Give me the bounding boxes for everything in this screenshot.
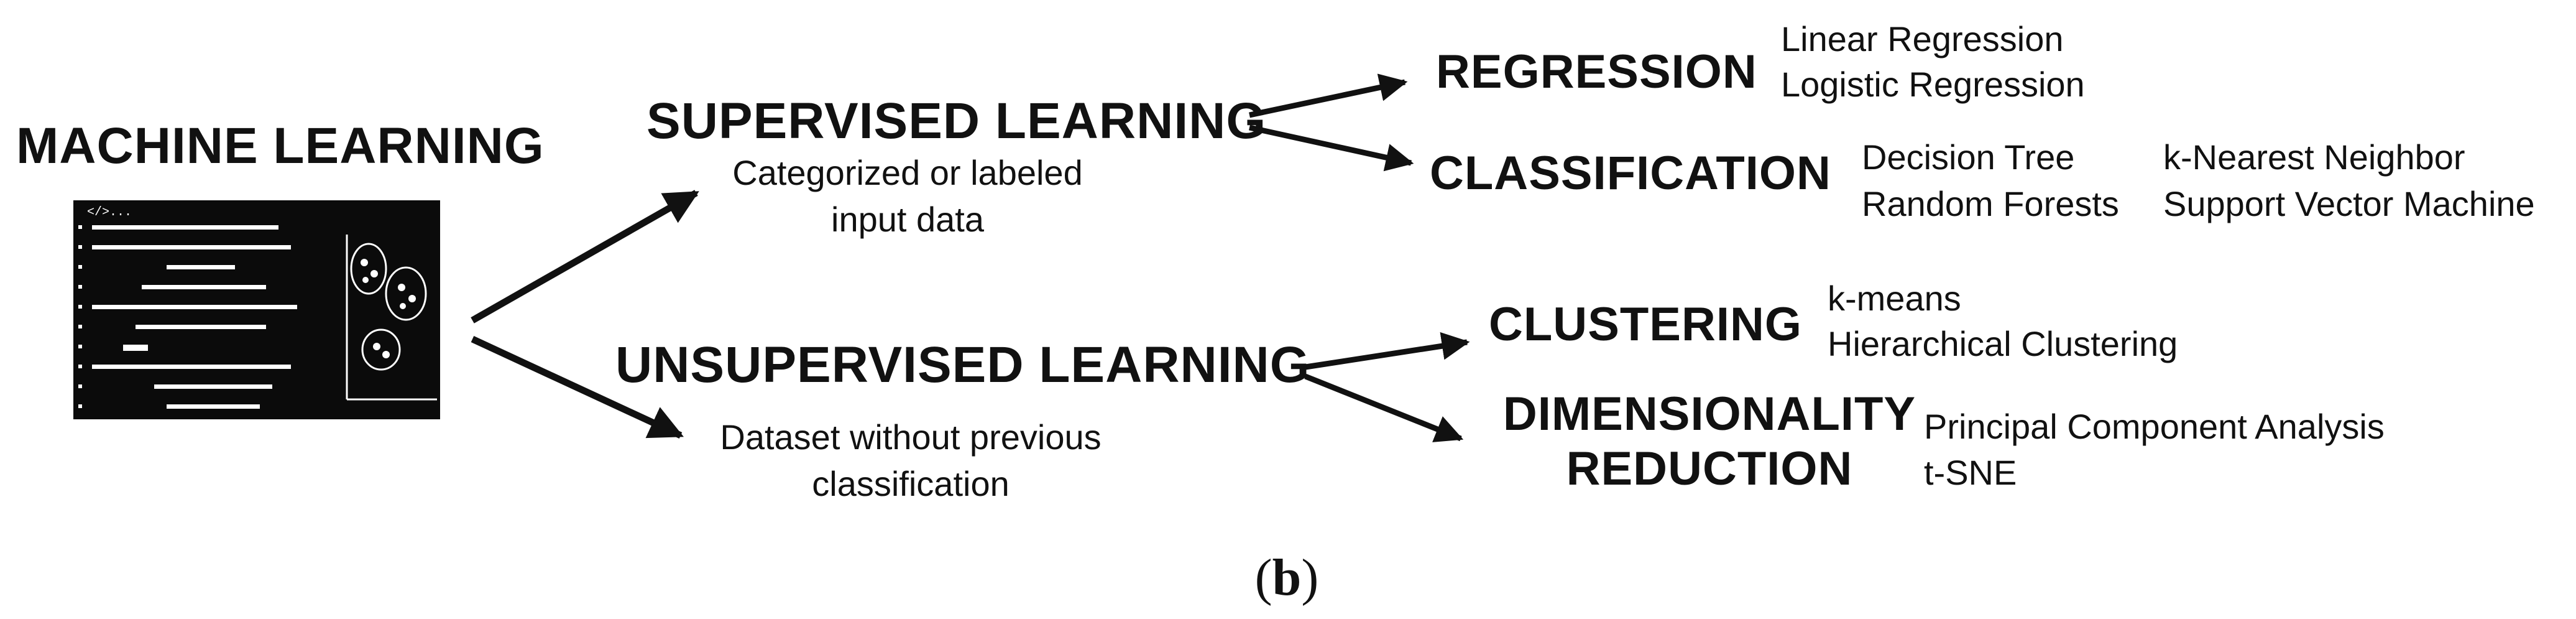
figure-caption: (b)	[1237, 547, 1336, 608]
regression-title: REGRESSION	[1436, 45, 1757, 98]
unsupervised-learning-title: UNSUPERVISED LEARNING	[615, 337, 1310, 393]
clustering-item: Hierarchical Clustering	[1828, 324, 2178, 363]
arrow-to-unsupervised	[471, 336, 684, 439]
arrow-to-classification	[1249, 124, 1414, 172]
unsupervised-description-line-2: classification	[812, 464, 1010, 503]
machine-learning-title: MACHINE LEARNING	[16, 118, 545, 174]
classification-item: Support Vector Machine	[2163, 184, 2535, 223]
supervised-description-line-2: input data	[831, 200, 984, 239]
classification-item: Random Forests	[1862, 184, 2119, 223]
clustering-title: CLUSTERING	[1489, 298, 1802, 351]
figure-caption-label: (b)	[1254, 549, 1319, 607]
dimensionality-item: t-SNE	[1924, 453, 2017, 492]
dimensionality-title-line-2: REDUCTION	[1566, 442, 1853, 495]
arrow-to-dimensionality	[1304, 373, 1464, 442]
figure-caption-letter: b	[1272, 549, 1302, 607]
classification-item: Decision Tree	[1862, 137, 2075, 177]
regression-item: Linear Regression	[1781, 19, 2064, 58]
code-editor-icon: </>...	[73, 200, 440, 419]
dimensionality-item: Principal Component Analysis	[1924, 407, 2385, 446]
classification-item: k-Nearest Neighbor	[2163, 137, 2465, 177]
unsupervised-description-line-1: Dataset without previous	[720, 417, 1102, 457]
arrow-to-regression	[1249, 73, 1408, 118]
editor-tag: </>...	[87, 205, 132, 220]
code-lines-graphic	[78, 225, 437, 409]
dimensionality-title-line-1: DIMENSIONALITY	[1502, 388, 1916, 440]
supervised-description-line-1: Categorized or labeled	[732, 153, 1083, 192]
classification-title: CLASSIFICATION	[1430, 147, 1831, 200]
arrow-to-clustering	[1305, 332, 1470, 370]
regression-item: Logistic Regression	[1781, 65, 2085, 104]
supervised-learning-title: SUPERVISED LEARNING	[646, 93, 1267, 149]
clustering-item: k-means	[1828, 279, 1961, 318]
arrow-to-supervised	[471, 190, 699, 323]
